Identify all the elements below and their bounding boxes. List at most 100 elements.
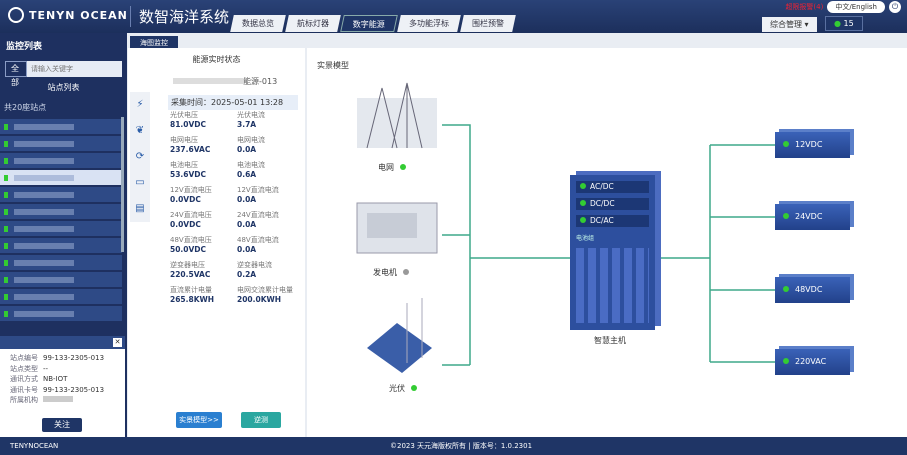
metric-value: 0.0A: [237, 145, 257, 154]
metric-value: 0.0A: [237, 220, 257, 229]
energy-icon[interactable]: ⚡: [136, 99, 144, 110]
metric-label: 直流累计电量: [170, 286, 212, 294]
generator-label: 发电机: [373, 267, 409, 278]
metric-value: 0.0A: [237, 245, 257, 254]
metric-label: 电池电流: [237, 161, 265, 169]
output-48vdc[interactable]: 48VDC: [775, 277, 850, 303]
filter-all[interactable]: 全部: [5, 61, 27, 87]
list-item[interactable]: [0, 170, 122, 185]
close-icon[interactable]: ✕: [113, 338, 122, 347]
battery-icon[interactable]: ▭: [135, 177, 145, 188]
list-item[interactable]: [0, 153, 122, 168]
metric-label: 12V直流电压: [170, 186, 212, 194]
metric-label: 光伏电流: [237, 111, 265, 119]
output-220vac[interactable]: 220VAC: [775, 349, 850, 375]
solar-panel-icon: [367, 298, 432, 373]
display-icon[interactable]: ▤: [135, 203, 145, 214]
scrollbar[interactable]: [121, 117, 124, 252]
metric-value: 81.0VDC: [170, 120, 207, 129]
grid-label: 电网: [378, 162, 406, 173]
tab-beacon[interactable]: 航标灯器: [285, 15, 341, 32]
alarm-link[interactable]: 超限报警(4): [785, 3, 824, 11]
tab-buoy[interactable]: 多功能浮标: [397, 15, 461, 32]
grid-tower-icon: [357, 82, 437, 149]
metric-label: 12V直流电流: [237, 186, 279, 194]
test-button[interactable]: 逆测: [241, 412, 281, 428]
system-title: 数智海洋系统: [130, 6, 229, 27]
list-item[interactable]: [0, 119, 122, 134]
breadcrumb[interactable]: 海图监控: [130, 36, 178, 50]
metric-label: 光伏电压: [170, 111, 198, 119]
follow-button[interactable]: 关注: [42, 418, 82, 432]
list-title: 站点列表: [47, 83, 80, 92]
metric-label: 逆变器电流: [237, 261, 272, 269]
search-input[interactable]: [27, 61, 122, 77]
logo-icon: [8, 7, 24, 23]
connection-lines: [356, 82, 775, 373]
diagram-area: 实景模型 电网 发电机 光伏 AC/DC DC/DC DC/AC 电池组 智慧主…: [307, 48, 907, 437]
logo: TENYN OCEAN: [8, 7, 128, 23]
list-item[interactable]: [0, 289, 122, 304]
metric-label: 48V直流电流: [237, 236, 279, 244]
sidebar: 监控列表 全部 站点列表 共20座站点: [0, 33, 127, 437]
power-icon[interactable]: ⏻: [889, 1, 901, 13]
energy-panel: 能源实时状态 ⚡ ❦ ⟳ ▭ ▤ 能源-013 采集时间：2025-05-01 …: [128, 48, 305, 437]
tab-energy[interactable]: 数字能源: [340, 15, 398, 32]
metric-value: 0.0VDC: [170, 220, 201, 229]
footer-brand: TENYNOCEAN: [10, 442, 59, 450]
device-name: 能源-013: [173, 76, 277, 87]
metric-label: 48V直流电压: [170, 236, 212, 244]
metric-value: 220.5VAC: [170, 270, 211, 279]
list-item[interactable]: [0, 272, 122, 287]
battery-label: 电池组: [576, 235, 595, 242]
language-select[interactable]: 中文/English: [827, 1, 885, 13]
metric-value: 50.0VDC: [170, 245, 207, 254]
online-count[interactable]: ● 15: [825, 16, 863, 31]
list-item[interactable]: [0, 204, 122, 219]
leaf-icon[interactable]: ❦: [135, 125, 145, 136]
footer: TENYNOCEAN ©2023 天元海版权所有 | 版本号：1.0.2301: [0, 437, 907, 455]
header: TENYN OCEAN 数智海洋系统 数据总览 航标灯器 数字能源 多功能浮标 …: [0, 0, 907, 33]
panel-title: 能源实时状态: [192, 55, 241, 64]
output-24vdc[interactable]: 24VDC: [775, 204, 850, 230]
smart-host[interactable]: AC/DC DC/DC DC/AC 电池组: [570, 175, 655, 330]
list-item[interactable]: [0, 255, 122, 270]
management-menu[interactable]: 综合管理 ▾: [762, 17, 817, 32]
list-item[interactable]: [0, 238, 122, 253]
metric-value: 0.6A: [237, 170, 257, 179]
list-item[interactable]: [0, 306, 122, 321]
metric-label: 电网电压: [170, 136, 198, 144]
copyright: ©2023 天元海版权所有 | 版本号：1.0.2301: [390, 442, 533, 450]
metric-value: 0.0VDC: [170, 195, 201, 204]
station-total: 共20座站点: [4, 103, 47, 112]
metric-label: 24V直流电流: [237, 211, 279, 219]
list-item[interactable]: [0, 187, 122, 202]
list-item[interactable]: [0, 136, 122, 151]
collect-time: 采集时间：2025-05-01 13:28: [168, 95, 298, 110]
nav-tabs: 数据总览 航标灯器 数字能源 多功能浮标 围栏预警: [230, 15, 516, 32]
output-12vdc[interactable]: 12VDC: [775, 132, 850, 158]
model-button[interactable]: 实景模型>>: [176, 412, 222, 428]
power-mode-icon[interactable]: ⟳: [135, 151, 145, 162]
metric-value: 53.6VDC: [170, 170, 207, 179]
tab-fence[interactable]: 围栏预警: [460, 15, 516, 32]
list-item[interactable]: [0, 221, 122, 236]
metric-label: 24V直流电压: [170, 211, 212, 219]
tab-overview[interactable]: 数据总览: [230, 15, 286, 32]
host-label: 智慧主机: [594, 336, 626, 345]
